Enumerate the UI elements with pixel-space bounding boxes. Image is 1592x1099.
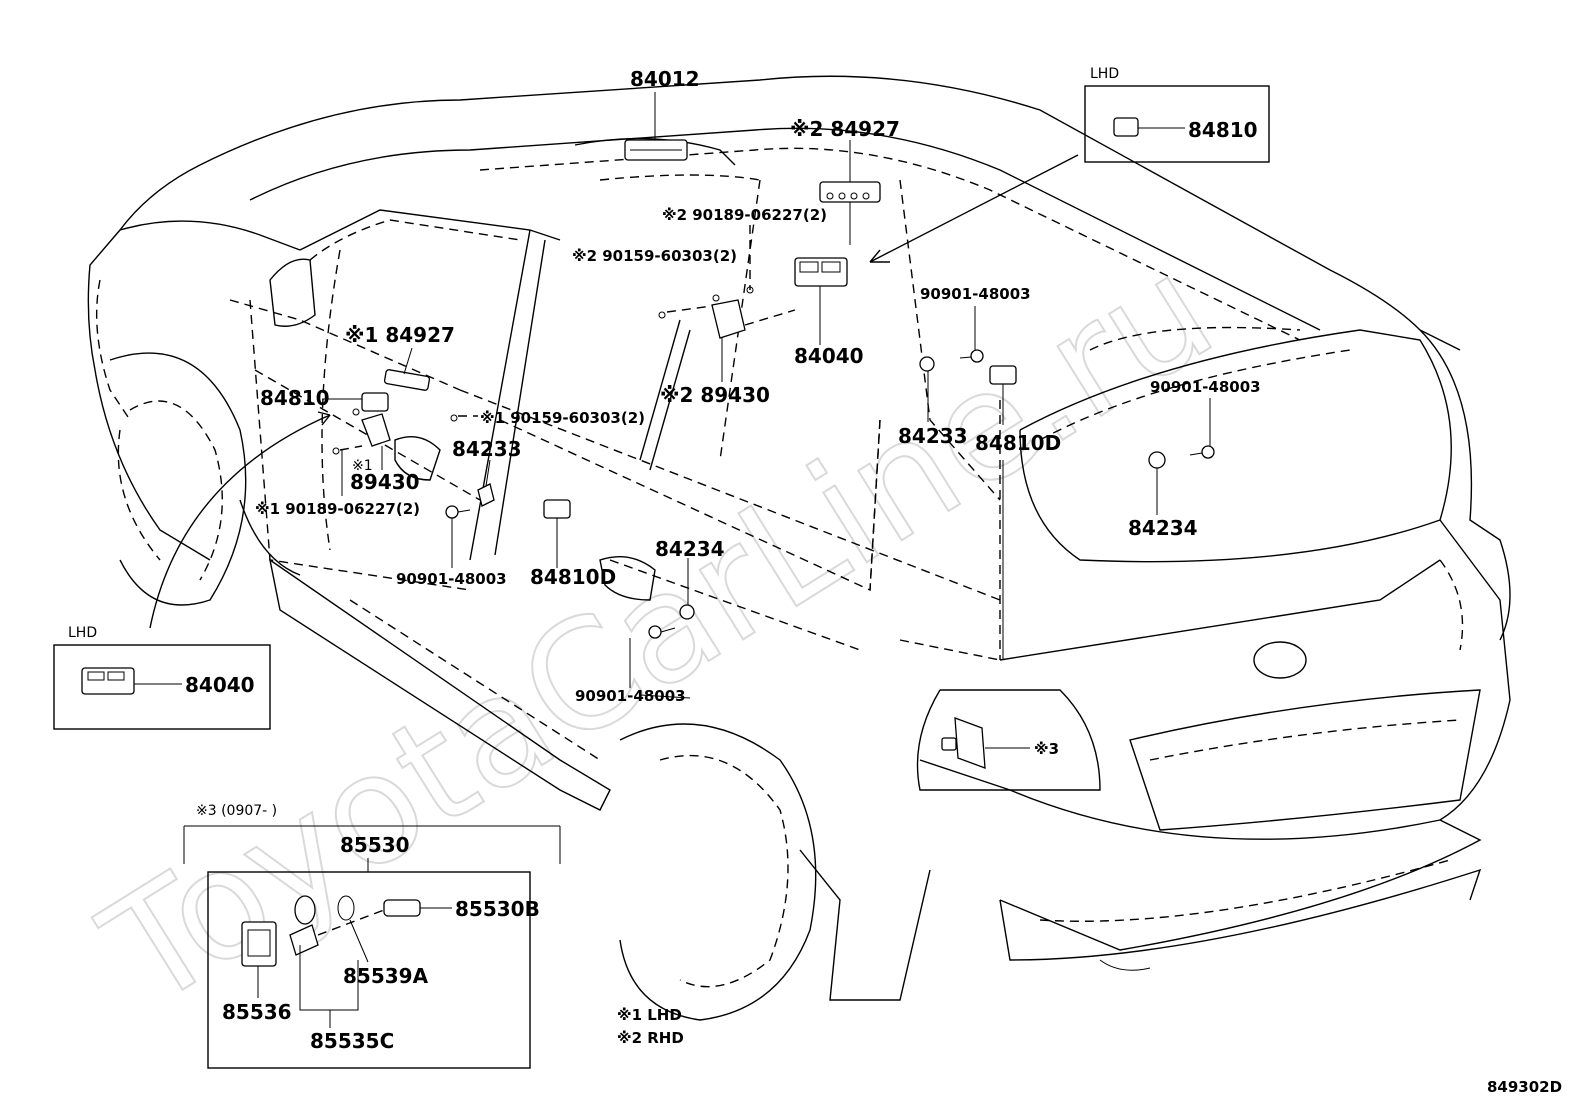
inset-part-label: 84810 — [1188, 118, 1258, 142]
callout-89430-lhd: 89430 — [350, 470, 420, 494]
callout-90901-a: 90901-48003 — [396, 570, 507, 588]
inset-lhd-top: LHD 84810 — [1084, 66, 1270, 163]
callout-84810: 84810 — [260, 386, 330, 410]
socket-part-label: 85539A — [343, 964, 429, 988]
callout-89430-lhd-mark: ※1 — [352, 458, 373, 474]
callout-84234-left: 84234 — [655, 537, 725, 561]
socket-part-label: 85530B — [455, 897, 540, 921]
inset-tag: LHD — [1090, 66, 1119, 82]
callout-84927-rhd: ※2 84927 — [790, 117, 900, 141]
callout-90189-lhd: ※1 90189-06227(2) — [255, 500, 420, 518]
callout-84012: 84012 — [630, 67, 700, 91]
socket-assembly-label: 85530 — [340, 833, 410, 857]
socket-part-label: 85536 — [222, 1000, 292, 1024]
callout-socket-mark: ※3 — [1034, 740, 1059, 758]
leader-lines — [149, 92, 1211, 749]
inset-tag: LHD — [68, 625, 97, 641]
callout-90189-rhd: ※2 90189-06227(2) — [662, 206, 827, 224]
callout-84927-lhd: ※1 84927 — [345, 323, 455, 347]
diagram-code: 849302D — [1487, 1078, 1562, 1096]
note-lhd: ※1 LHD — [617, 1006, 682, 1024]
callout-90901-c: 90901-48003 — [920, 285, 1031, 303]
callout-90901-d: 90901-48003 — [1150, 378, 1261, 396]
callout-84233-right: 84233 — [898, 424, 968, 448]
callout-84234-right: 84234 — [1128, 516, 1198, 540]
callout-labels: 84012 ※2 84927 ※2 90189-06227(2) ※2 9015… — [255, 67, 1261, 758]
inset-tag: ※3 (0907- ) — [196, 803, 277, 819]
callout-90159-rhd: ※2 90159-60303(2) — [572, 247, 737, 265]
callout-90901-b: 90901-48003 — [575, 687, 686, 705]
inset-socket: ※3 (0907- ) 85530 85530B 85539A 85536 85… — [183, 803, 561, 1069]
callout-89430-rhd: ※2 89430 — [660, 383, 770, 407]
note-rhd: ※2 RHD — [617, 1029, 684, 1047]
inset-lhd-left: LHD 84040 — [53, 625, 271, 730]
vehicle-outline — [87, 75, 1511, 1021]
inset-part-label: 84040 — [185, 673, 255, 697]
callout-84233-left: 84233 — [452, 437, 522, 461]
socket-part-label: 85535C — [310, 1029, 394, 1053]
callout-84810d-left: 84810D — [530, 565, 616, 589]
callout-84810d-right: 84810D — [975, 431, 1061, 455]
callout-84040: 84040 — [794, 344, 864, 368]
callout-90159-lhd: ※1 90159-60303(2) — [480, 409, 645, 427]
part-shapes — [332, 139, 1215, 769]
legend-notes: ※1 LHD ※2 RHD — [617, 1006, 684, 1047]
